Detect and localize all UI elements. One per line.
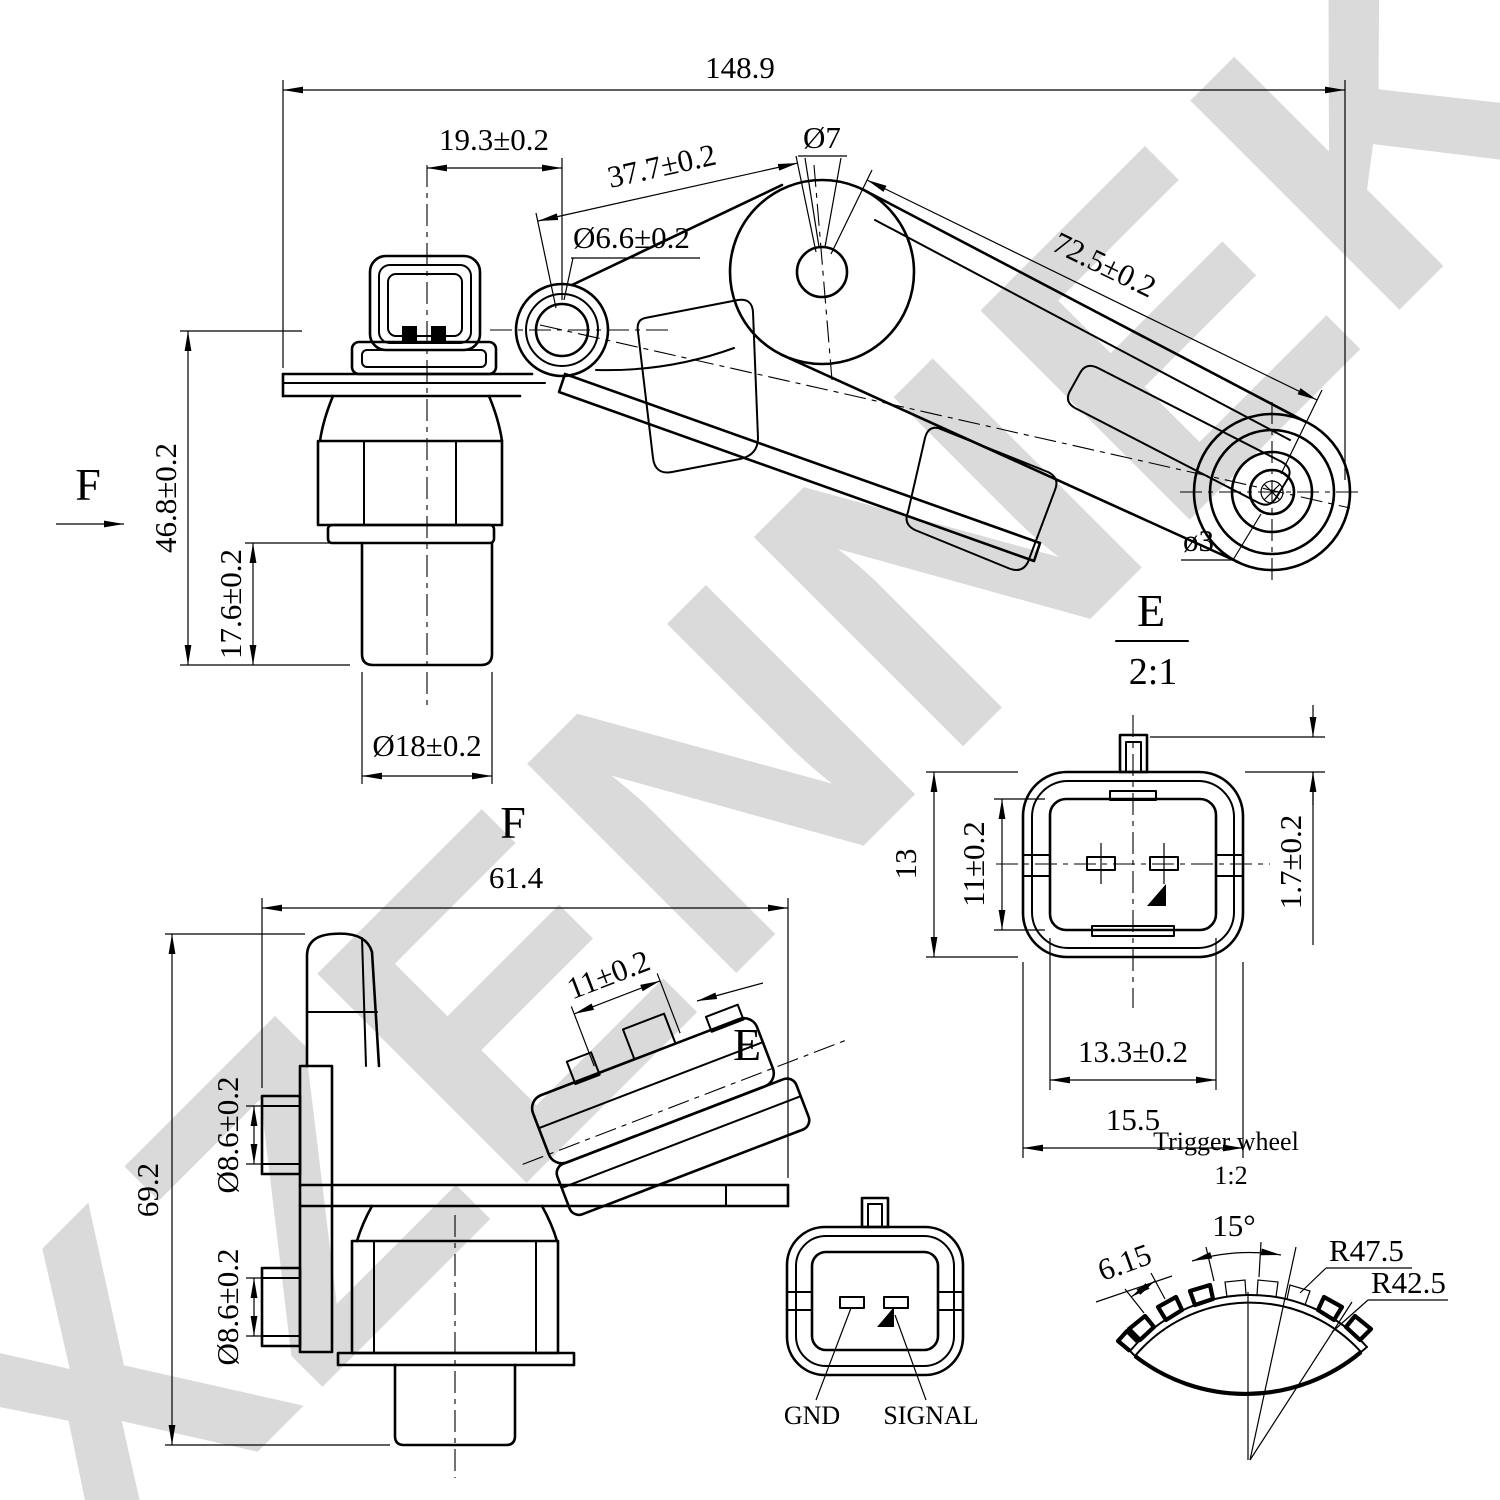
- upper-boss: [260, 1094, 302, 1176]
- radius-leaders: R47.5 R42.5: [1299, 1233, 1448, 1333]
- trigger-wheel-scale: 1:2: [1214, 1161, 1247, 1190]
- gnd-label: GND: [784, 1401, 840, 1430]
- dim-cavity-height: 11±0.2: [956, 821, 991, 907]
- dim-overall-height-front: 69.2: [130, 1163, 165, 1217]
- front-view: 11±0.2 F 61.4 69.2 Ø8.6±0.2: [130, 797, 846, 1478]
- dim-body-height: 13: [888, 849, 923, 880]
- view-arrow-f: F: [56, 459, 124, 528]
- dim-hole-spacing: 37.7±0.2: [604, 137, 719, 195]
- view-arrow-e-label: E: [733, 1019, 761, 1070]
- dim-probe-dia: Ø18±0.2: [372, 728, 481, 763]
- wheel-hub-arc: [1133, 1350, 1363, 1396]
- dim-tooth-angle-group: 15°: [1191, 1208, 1282, 1282]
- pocket-2: [905, 426, 1058, 571]
- dim-inner-radius: R42.5: [1371, 1265, 1446, 1300]
- stiffener-bar: [557, 372, 1042, 563]
- signal-pin: [883, 1296, 909, 1309]
- side-view-centerlines: [426, 164, 1364, 705]
- pocket-1: [636, 298, 759, 474]
- polarity-marker-2: [877, 1307, 894, 1327]
- dim-body-width: 15.5: [1106, 1102, 1160, 1137]
- side-view: 148.9 19.3±0.2 37.7±0.2 Ø6.6±0.2 Ø7 72: [56, 50, 1364, 784]
- dim-boss-hole-dia: Ø7: [803, 120, 841, 155]
- dim-probe-length: 17.6±0.2: [213, 549, 248, 659]
- view-arrow-f-label: F: [75, 459, 101, 510]
- dim-outer-radius: R47.5: [1329, 1233, 1404, 1268]
- dim-overall-length: 148.9: [705, 50, 775, 85]
- dim-tip-dia: ø3: [1183, 523, 1214, 558]
- dim-connector-width: 11±0.2: [562, 943, 654, 1006]
- front-view-body: [260, 932, 790, 1478]
- lower-boss: [260, 1266, 302, 1348]
- dim-overall-height: 46.8±0.2: [148, 443, 183, 553]
- front-view-dimensions: F 61.4 69.2 Ø8.6±0.2 Ø8.6±0.2: [130, 797, 789, 1446]
- pin-right: [431, 326, 446, 343]
- trigger-wheel-view: Trigger wheel 1:2: [1093, 1127, 1448, 1461]
- pin-left: [402, 326, 417, 343]
- pocket-3: [1066, 364, 1291, 506]
- main-boss-circle: [728, 178, 916, 366]
- trigger-wheel-title: Trigger wheel: [1153, 1127, 1299, 1156]
- front-view-connector: 11±0.2: [522, 943, 846, 1217]
- detail-e-title: E 2:1: [1115, 585, 1189, 693]
- dim-connector-to-lug: 19.3±0.2: [439, 122, 549, 157]
- main-hole-circle: [795, 245, 849, 299]
- dim-overall-width: 61.4: [489, 860, 544, 895]
- dim-lower-boss-dia: Ø8.6±0.2: [210, 1249, 245, 1366]
- pinout-view: GND SIGNAL: [784, 1196, 979, 1430]
- gnd-pin: [839, 1296, 865, 1309]
- dim-upper-boss-dia: Ø8.6±0.2: [210, 1077, 245, 1194]
- wheel-teeth: [1115, 1279, 1374, 1353]
- side-view-connector: [350, 254, 498, 376]
- dim-tooth-width-group: 6.15: [1093, 1236, 1173, 1314]
- view-arrow-e: E: [696, 982, 764, 1070]
- dim-tab-height: 1.7±0.2: [1273, 815, 1308, 910]
- detail-e-label: E: [1137, 585, 1165, 636]
- detail-e-view: 13 11±0.2 1.7±0.2 13.3±0.2 15.5: [888, 705, 1325, 1158]
- signal-label: SIGNAL: [883, 1401, 978, 1430]
- dim-tooth-angle: 15°: [1212, 1208, 1255, 1243]
- front-view-label: F: [500, 797, 526, 848]
- side-view-body: [281, 372, 546, 667]
- polarity-marker: [1147, 884, 1166, 906]
- dim-lug-hole-dia: Ø6.6±0.2: [573, 220, 690, 255]
- detail-e-dimensions: 13 11±0.2 1.7±0.2 13.3±0.2 15.5: [888, 705, 1325, 1158]
- dim-arm-length: 72.5±0.2: [1047, 225, 1161, 305]
- detail-e-scale: 2:1: [1129, 651, 1178, 693]
- dim-cavity-width: 13.3±0.2: [1078, 1034, 1188, 1069]
- dim-tooth-width: 6.15: [1093, 1236, 1156, 1287]
